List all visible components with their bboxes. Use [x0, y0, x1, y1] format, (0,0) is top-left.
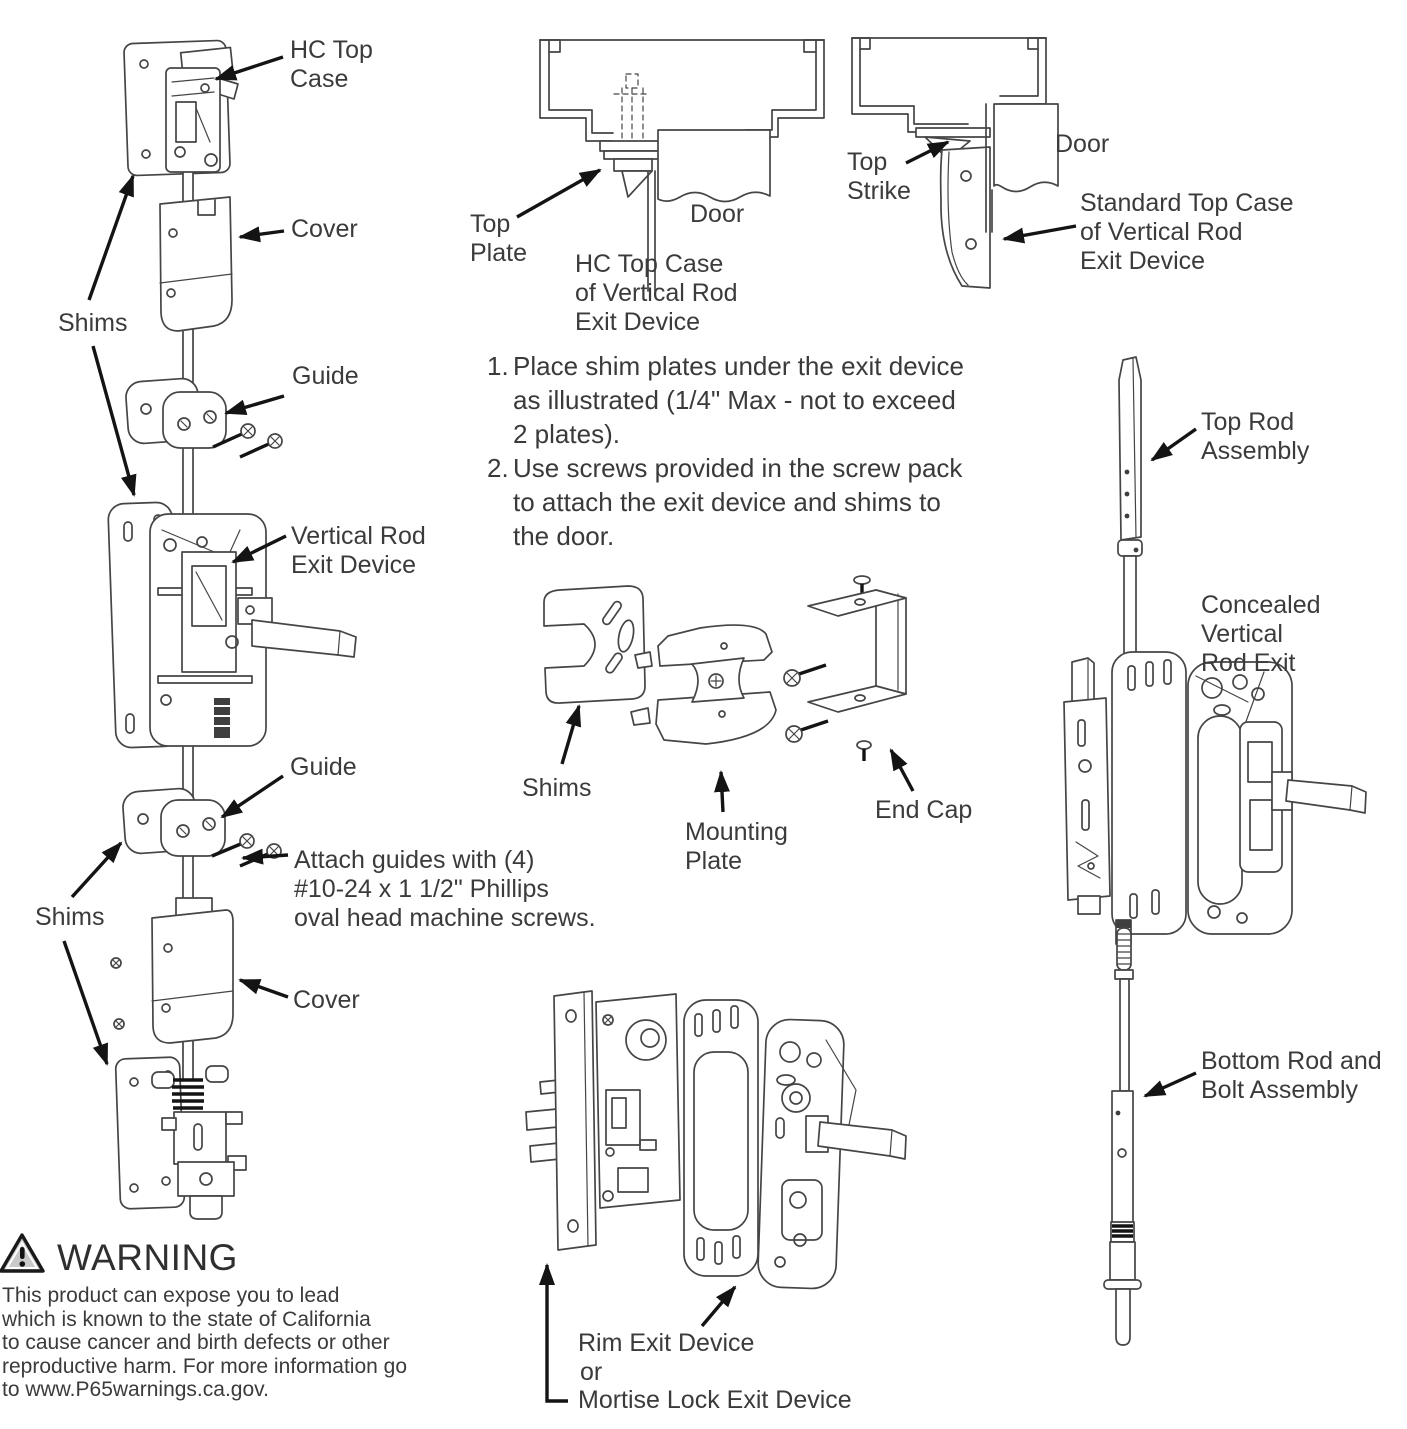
arrow-guide-bottom	[220, 774, 284, 819]
shims-top-label: Shims	[58, 309, 128, 337]
arrow-guide-top	[224, 394, 285, 416]
upper-guide-drawing	[125, 377, 283, 459]
attach-guides-note: Attach guides with (4) #10-24 x 1 1/2" P…	[294, 846, 596, 932]
leader-arrows	[62, 55, 1197, 1403]
warning-body-text: This product can expose you to lead whic…	[2, 1284, 407, 1402]
top-rod-assembly-drawing	[1117, 356, 1143, 672]
arrow-bottom-rod	[1143, 1071, 1197, 1098]
rim-exit-device-label: Rim Exit Device	[578, 1329, 755, 1357]
exploded-guide-parts-drawing	[543, 575, 907, 761]
shim-screws-drawing	[110, 957, 125, 1030]
door-left-label: Door	[690, 200, 745, 228]
top-rod-assembly-label: Top Rod Assembly	[1201, 408, 1310, 465]
hc-top-case-label: HC Top Case	[290, 36, 373, 93]
arrow-mortise-lock	[539, 1263, 568, 1403]
end-cap-screws-drawing	[853, 575, 872, 761]
mortise-lock-exit-device-label: Mortise Lock Exit Device	[578, 1386, 852, 1414]
instruction-step-1: 1. Place shim plates under the exit devi…	[487, 351, 964, 449]
top-strike-label: Top Strike	[847, 148, 911, 205]
vertical-rod-exit-device-label: Vertical Rod Exit Device	[291, 522, 426, 579]
mortise-lock-group-drawing	[525, 990, 907, 1290]
guide-bottom-label: Guide	[290, 753, 357, 781]
bottom-bolt-assembly-drawing	[114, 1056, 247, 1220]
mounting-plate-label: Mounting Plate	[685, 818, 788, 875]
cover-top-label: Cover	[291, 215, 358, 243]
arrow-top-rod-assembly	[1150, 427, 1197, 462]
left-vertical-rod-assembly	[107, 39, 357, 1220]
mounting-plate-drawing	[630, 624, 777, 745]
bottom-rod-bolt-assembly-drawing	[1103, 927, 1142, 1346]
bottom-cover-drawing	[151, 897, 234, 1044]
hc-top-case-drawing	[165, 46, 239, 173]
concealed-vertical-rod-exit-label: Concealed Vertical Rod Exit	[1201, 591, 1321, 677]
arrow-cover-top	[238, 226, 285, 243]
arrow-shims-bottom-up	[70, 841, 123, 899]
or-label: or	[580, 1358, 603, 1386]
arrow-top-strike	[905, 140, 950, 165]
warning-icon	[0, 1233, 45, 1273]
top-cover-drawing	[159, 196, 233, 332]
top-plate-label: Top Plate	[470, 210, 527, 267]
arrow-hc-top-case	[214, 55, 284, 81]
arrow-mounting-plate	[714, 770, 730, 813]
standard-top-case-label: Standard Top Case of Vertical Rod Exit D…	[1080, 189, 1294, 275]
arrow-attach-guides	[241, 848, 289, 865]
arrow-vertical-rod-exit-device	[231, 534, 287, 564]
guide-machine-screws-drawing	[783, 663, 829, 743]
instructions-list: 1. Place shim plates under the exit devi…	[487, 349, 964, 553]
hc-top-case-section-label: HC Top Case of Vertical Rod Exit Device	[575, 250, 738, 336]
end-cap-label: End Cap	[875, 796, 973, 824]
warning-title: WARNING	[57, 1237, 238, 1278]
bottom-rod-bolt-assembly-label: Bottom Rod and Bolt Assembly	[1201, 1047, 1382, 1104]
shims-mid-label: Shims	[522, 774, 592, 802]
shims-bottom-label: Shims	[35, 903, 105, 931]
arrow-shims-bottom-down	[62, 940, 109, 1066]
arrow-cover-bottom	[238, 978, 289, 999]
vertical-rod-exit-device-drawing	[149, 513, 357, 747]
instruction-step-2: 2. Use screws provided in the screw pack…	[487, 453, 963, 551]
standard-top-case-section-drawing	[851, 37, 1059, 289]
arrow-end-cap	[889, 748, 915, 792]
hc-top-case-section-drawing	[539, 39, 825, 292]
end-cap-drawing	[807, 589, 907, 713]
arrow-rim-exit-device	[700, 1285, 737, 1328]
arrow-standard-top-case	[1002, 224, 1077, 244]
arrow-top-plate	[516, 168, 602, 219]
lower-guide-drawing	[122, 787, 282, 868]
guide-top-label: Guide	[292, 362, 359, 390]
concealed-vertical-rod-exit-drawing	[1063, 651, 1367, 945]
arrow-shims-mid	[560, 704, 582, 765]
shim-plate-drawing	[543, 585, 646, 704]
arrow-shims-top-up	[87, 174, 135, 301]
door-right-label: Door	[1055, 130, 1110, 158]
arrow-shims-top-down	[91, 345, 137, 497]
cover-bottom-label: Cover	[293, 986, 360, 1014]
